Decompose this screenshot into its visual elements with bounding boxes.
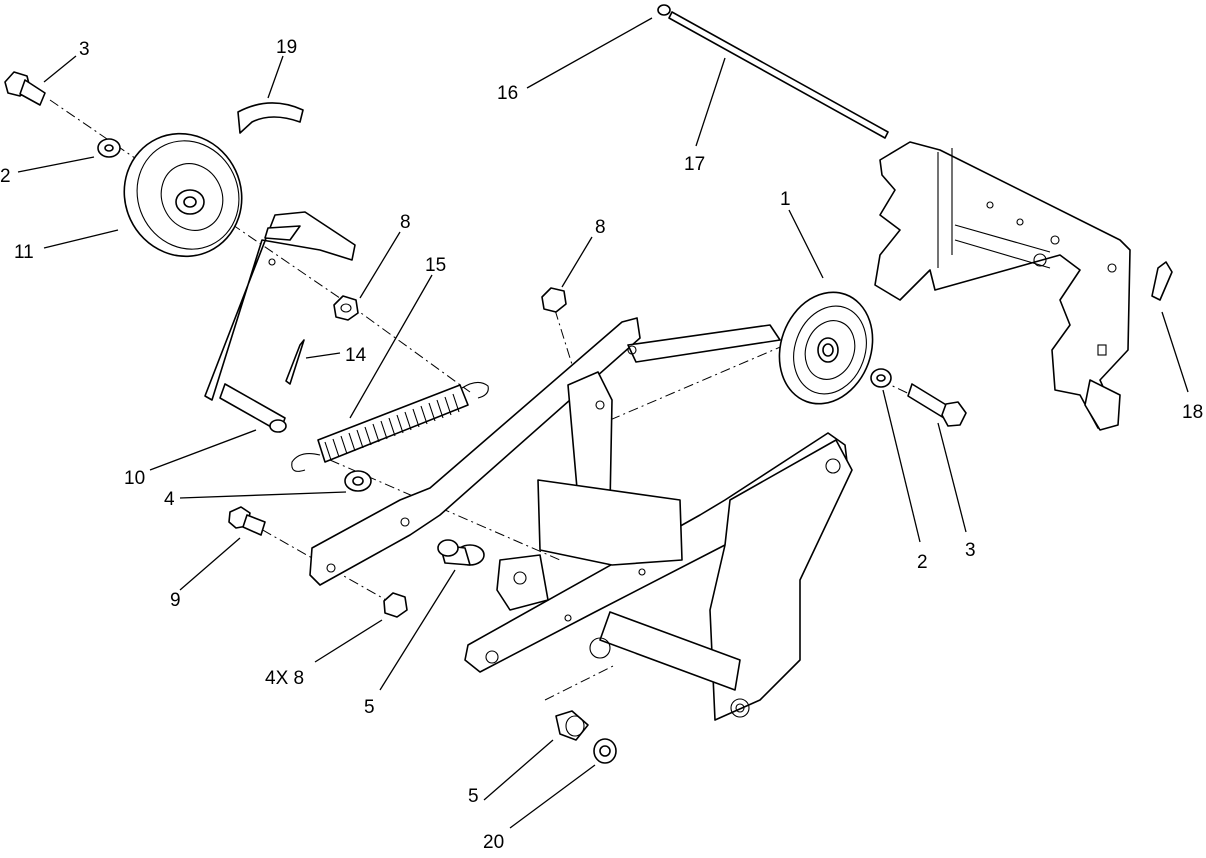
bolt-right [907, 383, 967, 427]
height-adjust-bracket [874, 141, 1131, 431]
washer-mid [344, 470, 372, 492]
callout-4x8: 4X 8 [265, 668, 304, 689]
callout-9: 9 [170, 590, 181, 611]
washer-bottom [593, 738, 617, 764]
callout-14: 14 [345, 345, 367, 366]
callout-15: 15 [425, 255, 446, 276]
belt-guide [237, 102, 304, 134]
nut-lower-left [383, 592, 408, 618]
callout-19: 19 [276, 37, 297, 58]
callout-5-bottom: 5 [468, 786, 479, 807]
leader-lines [17, 17, 1189, 829]
nut-mid [541, 287, 567, 313]
callout-11: 11 [14, 242, 34, 263]
cotter-pin [285, 339, 305, 385]
hairpin-clip [1151, 261, 1173, 301]
callout-4: 4 [164, 489, 175, 510]
callout-8-mid: 8 [595, 217, 606, 238]
bolt-upper-left [4, 71, 46, 106]
bushing-bottom [555, 710, 589, 741]
idler-pulley-right [778, 291, 874, 405]
callout-10: 10 [124, 468, 145, 489]
callouts: 3 19 2 11 8 15 14 10 4 9 4X 8 5 8 16 17 … [0, 37, 1203, 853]
bolt-lower-left [228, 506, 266, 536]
callout-5-mid: 5 [364, 697, 375, 718]
washer-right [870, 368, 892, 388]
extension-spring [291, 381, 489, 472]
idler-pulley-large [123, 132, 243, 258]
callout-2-right: 2 [917, 552, 928, 573]
callout-1: 1 [780, 189, 791, 210]
callout-8-left: 8 [400, 212, 411, 233]
callout-16: 16 [497, 83, 518, 104]
control-rod [668, 11, 889, 139]
callout-2-left: 2 [0, 166, 11, 187]
nut-left [333, 295, 359, 321]
callout-17: 17 [684, 154, 705, 175]
callout-20: 20 [483, 832, 504, 853]
main-frame [309, 317, 853, 721]
idler-arm [204, 211, 356, 433]
retainer-clip [657, 4, 671, 16]
washer-upper-left [97, 138, 121, 158]
callout-3-right: 3 [965, 540, 976, 561]
callout-3-left: 3 [79, 39, 90, 60]
bushing-mid [437, 539, 485, 566]
callout-18: 18 [1182, 402, 1203, 423]
